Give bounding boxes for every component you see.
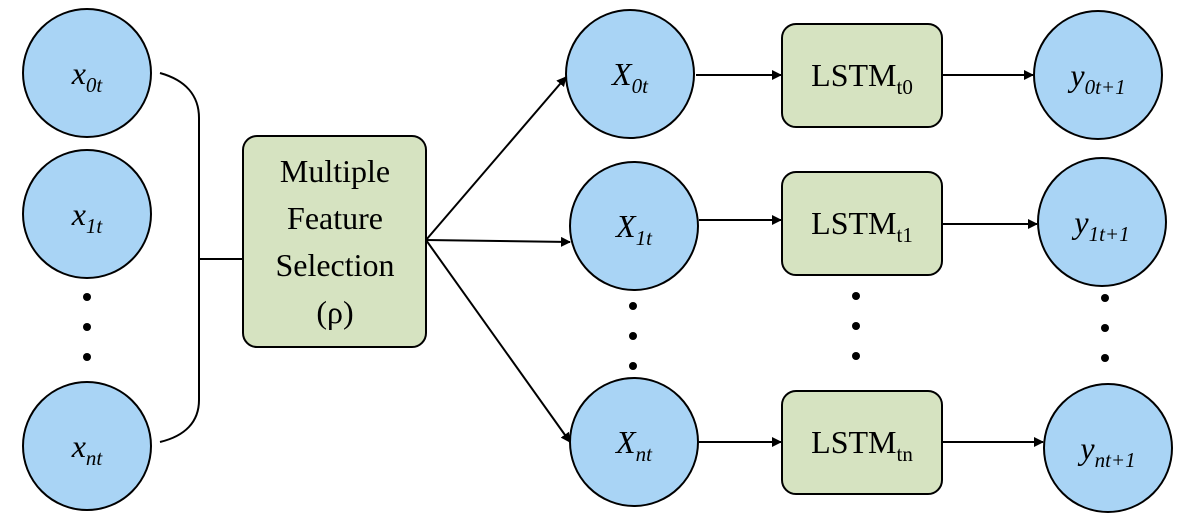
input-label-sub: 1t xyxy=(86,214,104,238)
lstm-label-base: LSTM xyxy=(811,205,896,241)
input-ellipsis xyxy=(83,293,91,361)
output-label-base: y xyxy=(1067,57,1085,93)
output-label-base: y xyxy=(1071,204,1089,240)
lstm-ellipsis xyxy=(852,292,860,360)
input-brace xyxy=(159,72,200,443)
output-label-sub: 0t+1 xyxy=(1085,75,1126,99)
selection-to-feature-n-edge xyxy=(425,239,571,443)
svg-text:xnt: xnt xyxy=(71,428,104,470)
input-node-1: x1t xyxy=(22,149,152,279)
selection-to-feature-0-edge xyxy=(425,76,567,241)
output-ellipsis xyxy=(1101,294,1109,362)
feature-node-n: Xnt xyxy=(569,377,699,507)
input-node-0: x0t xyxy=(22,8,152,138)
lstm-box-0: LSTMt0 xyxy=(781,23,943,128)
input-label-base: x xyxy=(71,196,86,232)
output-label-sub: 1t+1 xyxy=(1089,222,1130,246)
svg-text:Xnt: Xnt xyxy=(614,424,653,466)
svg-text:ynt+1: ynt+1 xyxy=(1077,430,1135,472)
lstm-box-n: LSTMtn xyxy=(781,390,943,495)
output-node-n: ynt+1 xyxy=(1043,383,1173,513)
lstm-label-sub: t1 xyxy=(897,223,913,247)
svg-text:LSTMt0: LSTMt0 xyxy=(811,57,913,99)
feature-label-sub: nt xyxy=(636,442,654,466)
feature-label-base: X xyxy=(610,56,633,92)
input-node-n: xnt xyxy=(22,381,152,511)
input-label-sub: nt xyxy=(86,446,104,470)
selection-line-2: Feature xyxy=(287,200,383,236)
lstm-label-sub: t0 xyxy=(897,75,913,99)
feature-label-sub: 0t xyxy=(632,74,650,98)
svg-text:y1t+1: y1t+1 xyxy=(1071,204,1129,246)
output-label-base: y xyxy=(1077,430,1095,466)
lstm-label-base: LSTM xyxy=(811,57,896,93)
selection-line-3: Selection xyxy=(275,247,394,283)
output-label-sub: nt+1 xyxy=(1095,448,1136,472)
feature-label-base: X xyxy=(614,208,637,244)
svg-text:X0t: X0t xyxy=(610,56,649,98)
svg-text:x1t: x1t xyxy=(71,196,104,238)
feature-node-0: X0t xyxy=(565,9,695,139)
feature-label-sub: 1t xyxy=(636,226,654,250)
lstm-box-1: LSTMt1 xyxy=(781,171,943,276)
input-label-sub: 0t xyxy=(86,73,104,97)
output-node-0: y0t+1 xyxy=(1033,10,1163,140)
feature-node-1: X1t xyxy=(569,161,699,291)
svg-text:x0t: x0t xyxy=(71,55,104,97)
svg-text:LSTMtn: LSTMtn xyxy=(811,424,913,466)
svg-text:y0t+1: y0t+1 xyxy=(1067,57,1125,99)
selection-to-feature-1-edge xyxy=(425,236,571,247)
selection-line-4: (ρ) xyxy=(316,294,353,330)
selection-line-1: Multiple xyxy=(280,153,390,189)
feature-ellipsis xyxy=(629,302,637,370)
output-node-1: y1t+1 xyxy=(1037,157,1167,287)
lstm-label-sub: tn xyxy=(897,442,914,466)
input-label-base: x xyxy=(71,55,86,91)
lstm-label-base: LSTM xyxy=(811,424,896,460)
feature-label-base: X xyxy=(614,424,637,460)
svg-text:X1t: X1t xyxy=(614,208,653,250)
input-label-base: x xyxy=(71,428,86,464)
svg-text:LSTMt1: LSTMt1 xyxy=(811,205,913,247)
feature-selection-box: Multiple Feature Selection (ρ) xyxy=(242,135,427,348)
